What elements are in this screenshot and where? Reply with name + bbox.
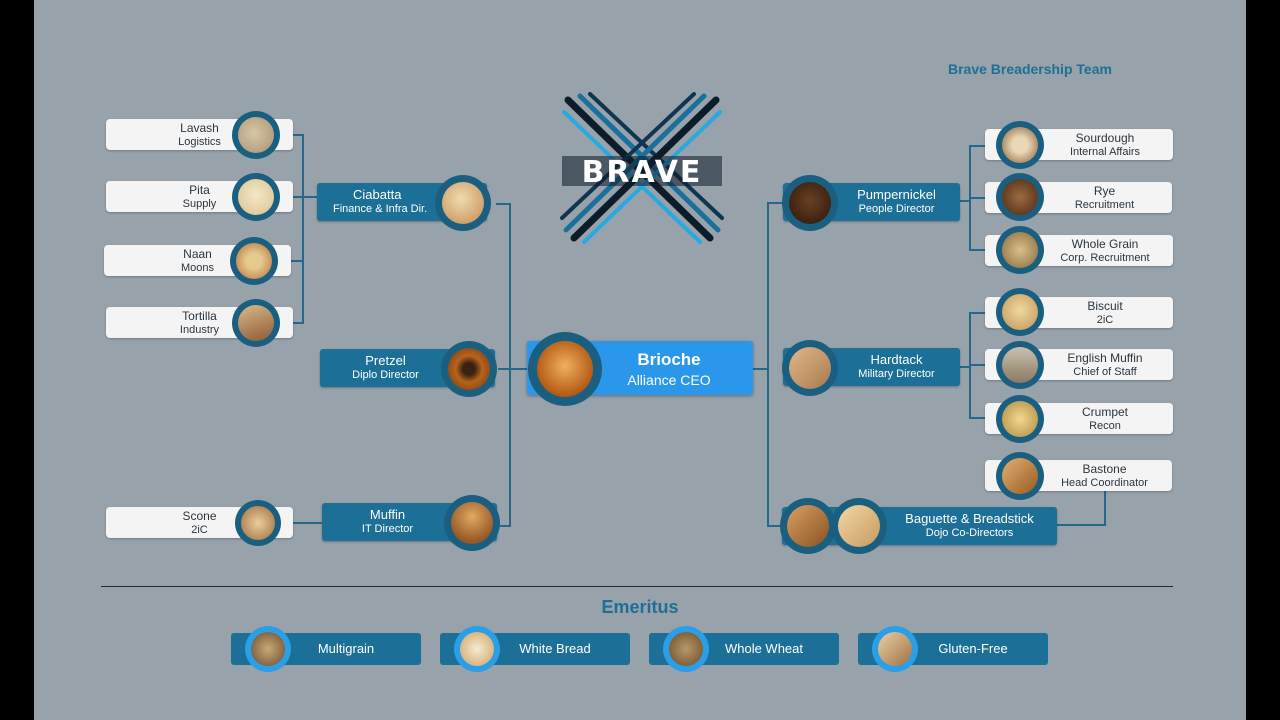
- name-rye: Rye: [1093, 184, 1116, 198]
- naan-photo: [230, 237, 278, 285]
- baguette-photo: [780, 498, 836, 554]
- name-baguette: Baguette & Breadstick: [905, 511, 1034, 526]
- role-lavash: Logistics: [178, 136, 221, 148]
- bastone-photo: [996, 452, 1044, 500]
- section-divider: [101, 586, 1173, 587]
- wholegrain-photo: [996, 226, 1044, 274]
- biscuit-photo: [996, 288, 1044, 336]
- name-brioche: Brioche: [637, 350, 701, 369]
- emeritus-label: Whole Wheat: [724, 641, 804, 656]
- englishmuffin-photo: [996, 341, 1044, 389]
- muffin-photo: [444, 495, 500, 551]
- name-tortilla: Tortilla: [182, 309, 217, 323]
- role-bastone: Head Coordinator: [1061, 477, 1148, 489]
- role-pretzel: Diplo Director: [352, 369, 419, 381]
- name-ciabatta: Ciabatta: [353, 187, 402, 202]
- brioche-photo: [528, 332, 602, 406]
- hardtack-photo: [782, 340, 838, 396]
- role-biscuit: 2iC: [1096, 314, 1114, 326]
- ciabatta-photo: [435, 175, 491, 231]
- role-pita: Supply: [182, 198, 217, 210]
- name-crumpet: Crumpet: [1081, 405, 1128, 419]
- brave-x-icon: [560, 92, 724, 244]
- role-brioche: Alliance CEO: [627, 372, 711, 388]
- lavash-photo: [232, 111, 280, 159]
- tortilla-photo: [232, 299, 280, 347]
- name-sourdough: Sourdough: [1075, 131, 1135, 145]
- role-scone: 2iC: [191, 524, 208, 536]
- pretzel-photo: [441, 341, 497, 397]
- emeritus-title: Emeritus: [601, 597, 679, 617]
- multigrain-photo: [245, 626, 291, 672]
- whole-wheat-photo: [663, 626, 709, 672]
- name-muffin: Muffin: [369, 507, 406, 522]
- crumpet-photo: [996, 395, 1044, 443]
- role-pumpernickel: People Director: [858, 203, 935, 215]
- emeritus-label: Gluten-Free: [938, 641, 1008, 656]
- role-naan: Moons: [180, 262, 215, 274]
- name-biscuit: Biscuit: [1087, 299, 1123, 313]
- logo-text: BRAVE: [581, 155, 703, 190]
- role-hardtack: Military Director: [858, 368, 935, 380]
- name-bastone: Bastone: [1082, 462, 1127, 476]
- role-tortilla: Industry: [179, 324, 220, 336]
- rye-photo: [996, 173, 1044, 221]
- name-naan: Naan: [183, 247, 212, 261]
- name-pumpernickel: Pumpernickel: [857, 187, 936, 202]
- role-wholegrain: Corp. Recruitment: [1060, 252, 1150, 264]
- gluten-free-photo: [872, 626, 918, 672]
- role-englishmuffin: Chief of Staff: [1073, 366, 1137, 378]
- role-baguette: Dojo Co-Directors: [925, 527, 1014, 539]
- sourdough-photo: [996, 121, 1044, 169]
- role-rye: Recruitment: [1074, 199, 1135, 211]
- name-pretzel: Pretzel: [365, 353, 406, 368]
- pumpernickel-photo: [782, 175, 838, 231]
- brave-logo: BRAVE: [560, 92, 724, 244]
- name-pita: Pita: [189, 183, 210, 197]
- pita-photo: [232, 173, 280, 221]
- org-chart-canvas: Brave Breadership Team BRAVE: [34, 0, 1246, 720]
- name-lavash: Lavash: [180, 121, 219, 135]
- role-crumpet: Recon: [1089, 420, 1121, 432]
- emeritus-label: Multigrain: [317, 641, 375, 656]
- role-sourdough: Internal Affairs: [1069, 146, 1141, 158]
- white-bread-photo: [454, 626, 500, 672]
- role-ciabatta: Finance & Infra Dir.: [333, 203, 428, 215]
- emeritus-label: White Bread: [519, 641, 591, 656]
- team-title: Brave Breadership Team: [948, 61, 1112, 77]
- role-muffin: IT Director: [361, 523, 414, 535]
- breadstick-photo: [831, 498, 887, 554]
- name-englishmuffin: English Muffin: [1067, 351, 1143, 365]
- name-scone: Scone: [182, 509, 217, 523]
- name-wholegrain: Whole Grain: [1071, 237, 1139, 251]
- name-hardtack: Hardtack: [870, 352, 923, 367]
- scone-photo: [235, 500, 281, 546]
